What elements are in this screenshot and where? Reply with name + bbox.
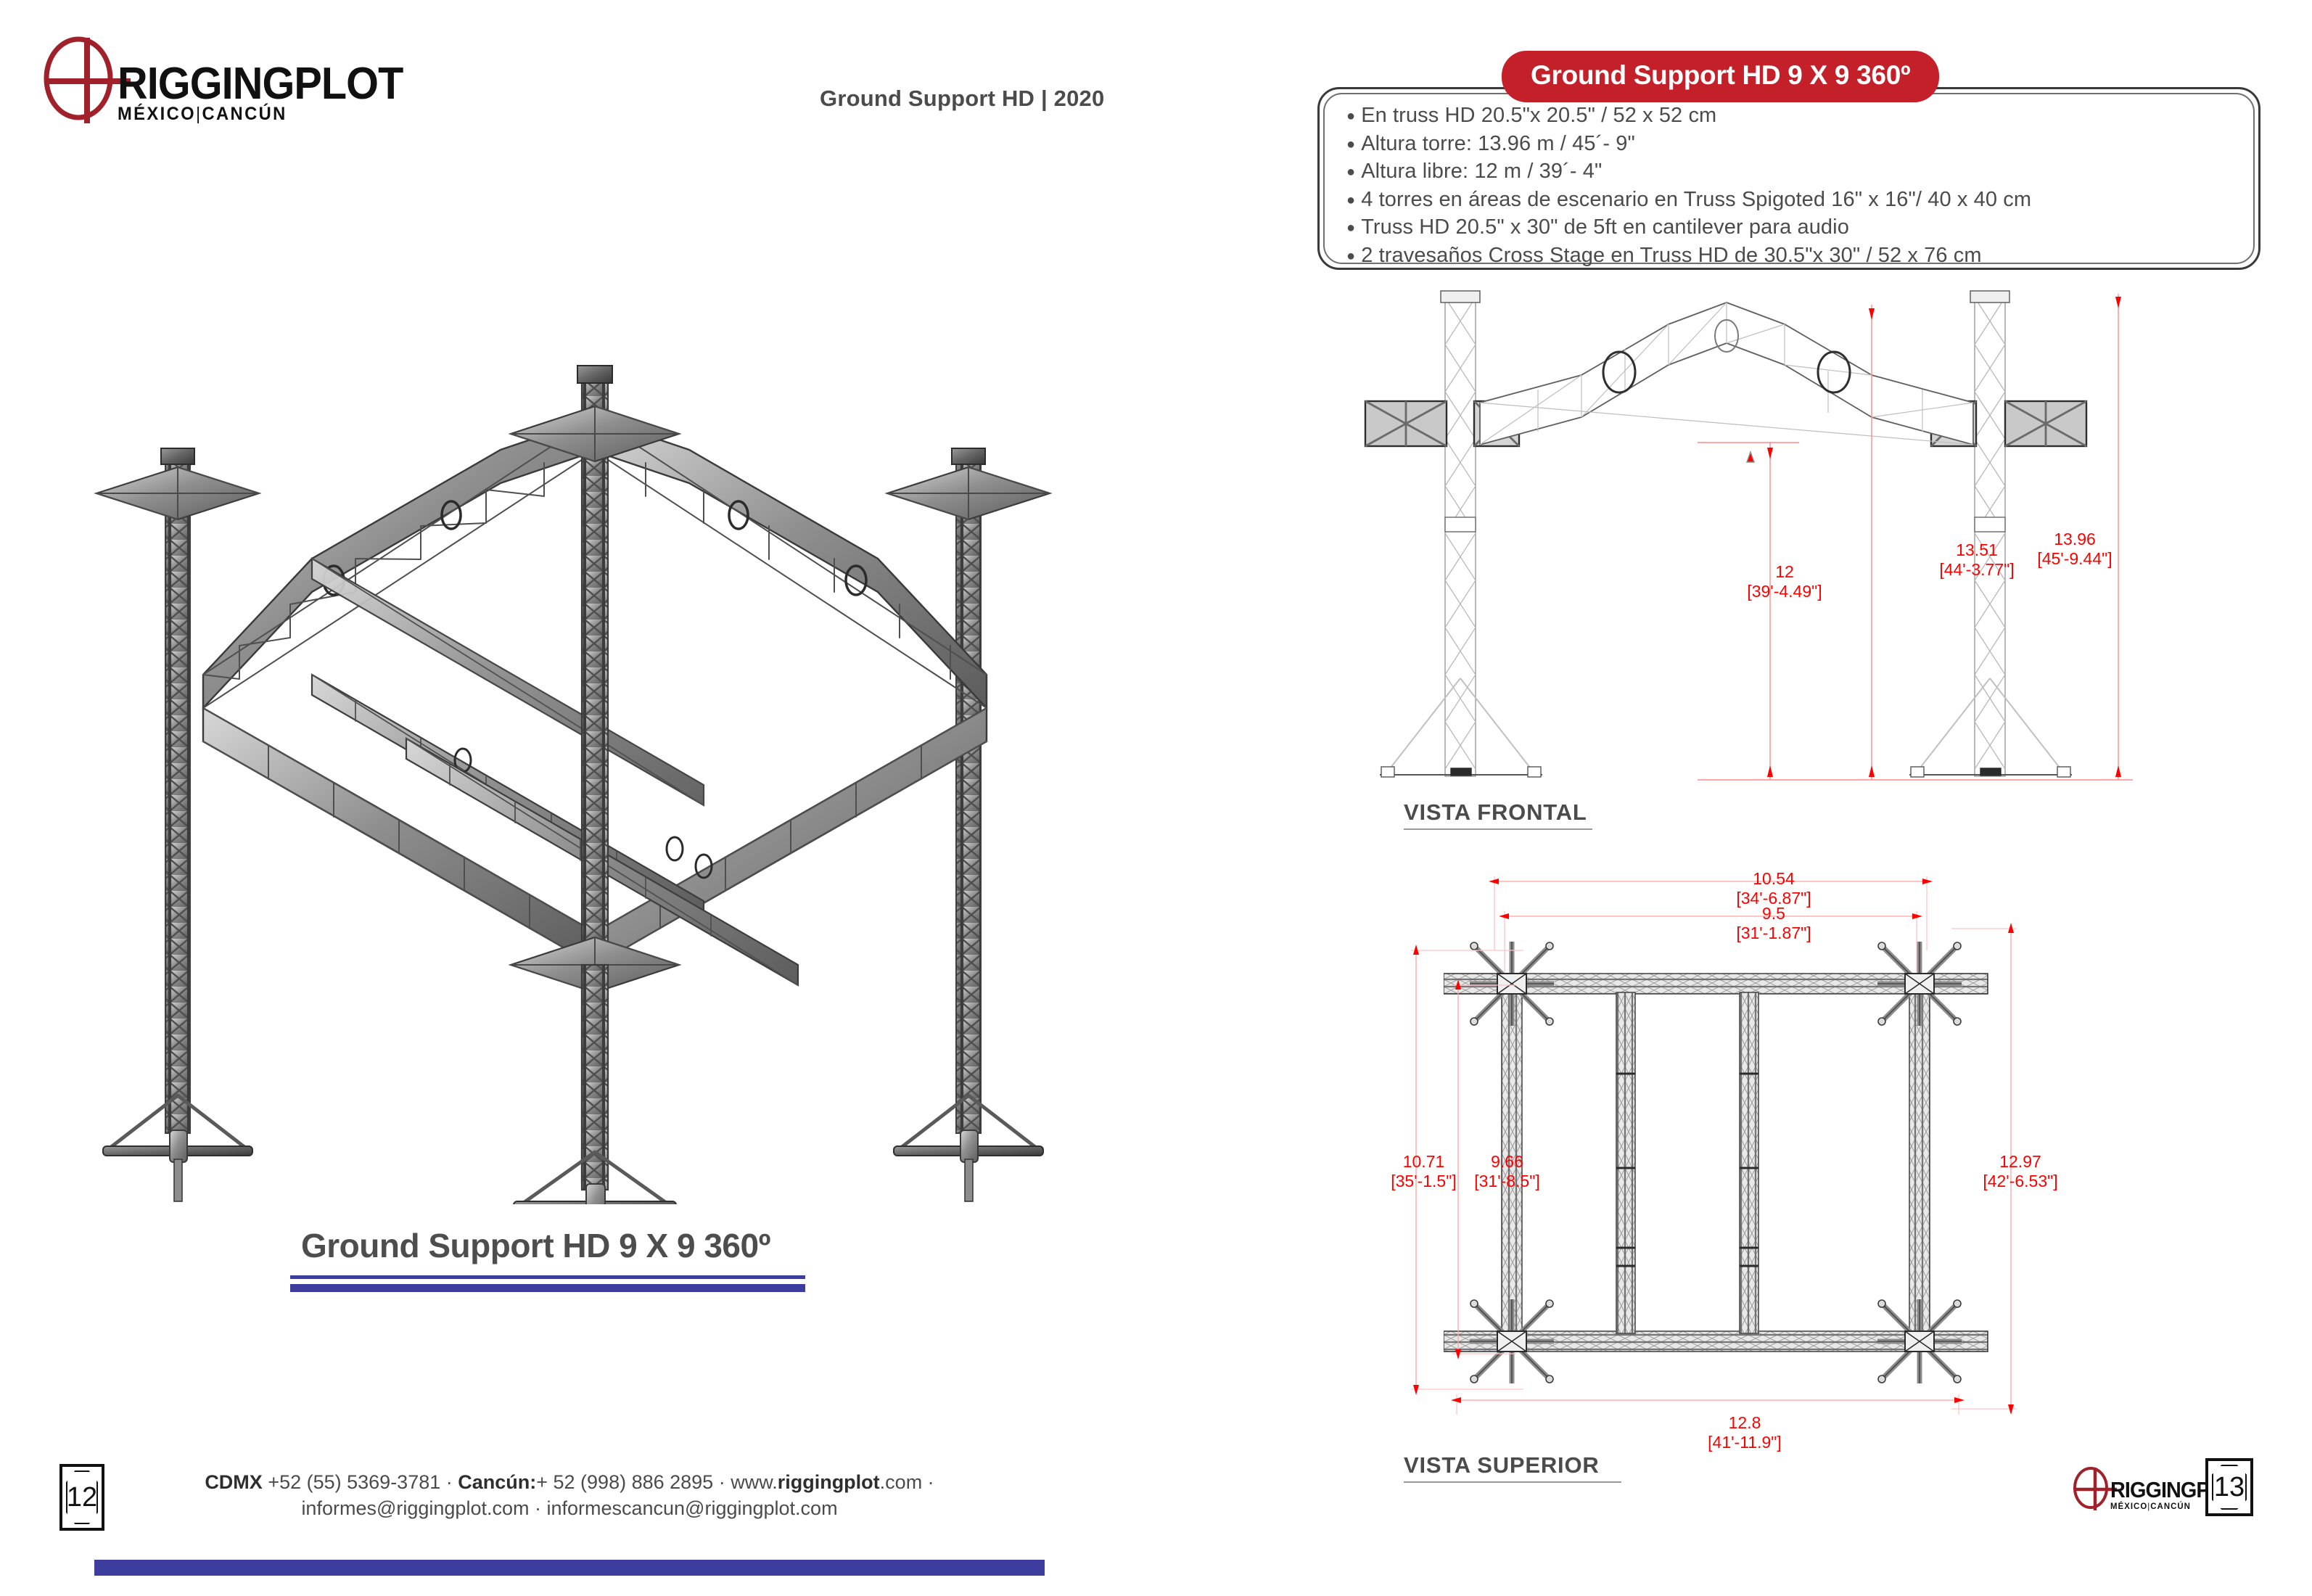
dim-top-inner-width: 9.5 [31'-1.87"] [1708, 904, 1839, 943]
front-view-label: VISTA FRONTAL [1404, 799, 1587, 825]
footer-cancun-phone: + 52 (998) 886 2895 · www. [536, 1471, 778, 1493]
spec-item: ● 4 torres en áreas de escenario en Truss… [1346, 186, 2253, 214]
tower-back-right [884, 448, 1053, 1202]
spec-text: 4 torres en áreas de escenario en Truss … [1361, 187, 2032, 211]
crosshair-logo-icon-small [2069, 1464, 2117, 1512]
dim-imperial: [31'-8.5"] [1474, 1172, 1540, 1191]
brand-subtitle-left: MÉXICO [118, 104, 196, 124]
spec-item: ● Altura torre: 13.96 m / 45´- 9" [1346, 130, 2253, 158]
brand-subtitle-right: CANCÚN [202, 104, 287, 124]
top-view-dimension-lines [1411, 876, 2017, 1415]
footer-brand-sub-right: CANCÚN [2150, 1501, 2191, 1511]
top-view-drawing [1443, 936, 2053, 1400]
octagon-frame-icon [66, 1470, 98, 1524]
title-rule-thick [290, 1284, 805, 1292]
tower-back-left [94, 448, 262, 1202]
page-number-left-text: 12 [66, 1481, 98, 1513]
spec-item: ● 2 travesaños Cross Stage en Truss HD de… [1346, 242, 2253, 270]
dim-imperial: [39'-4.49"] [1747, 582, 1822, 601]
footer-accent-bar [94, 1560, 1045, 1576]
spec-item: ● Altura libre: 12 m / 39´- 4" [1346, 157, 2253, 186]
bullet-icon: ● [1346, 192, 1356, 208]
dim-metric: 10.71 [1402, 1152, 1445, 1171]
bullet-icon: ● [1346, 164, 1356, 181]
dim-left-inner-depth: 9.66 [31'-8.5"] [1458, 1152, 1556, 1191]
spec-item: ● En truss HD 20.5"x 20.5" / 52 x 52 cm [1346, 102, 2253, 130]
octagon-frame-icon [2212, 1465, 2247, 1510]
spec-item: ● Truss HD 20.5" x 30" de 5ft en cantilev… [1346, 213, 2253, 242]
footer-brand-subtitle: MÉXICO|CANCÚN [2110, 1502, 2253, 1510]
brand-logo: RIGGINGPLOT MÉXICO|CANCÚN [35, 30, 424, 126]
spec-text: Truss HD 20.5" x 30" de 5ft en cantileve… [1361, 215, 1849, 239]
dim-front-clear-height: 12 [39'-4.49"] [1741, 562, 1828, 601]
dim-imperial: [31'-1.87"] [1736, 924, 1811, 943]
dim-metric: 13.96 [2054, 530, 2096, 548]
footer-contact: CDMX +52 (55) 5369-3781 · Cancún:+ 52 (9… [141, 1470, 997, 1521]
page-number-right-text: 13 [2213, 1471, 2245, 1502]
dim-top-overall-width: 10.54 [34'-6.87"] [1708, 869, 1839, 908]
spec-text: Altura libre: 12 m / 39´- 4" [1361, 160, 1603, 184]
title-rule-thin [290, 1275, 805, 1279]
bullet-icon: ● [1346, 220, 1356, 236]
page-title: Ground Support HD 9 X 9 360º [301, 1227, 770, 1264]
bullet-icon: ● [1346, 108, 1356, 124]
spec-panel [1317, 87, 2260, 270]
dim-imperial: [45'-9.44"] [2037, 549, 2113, 569]
footer-line-1: CDMX +52 (55) 5369-3781 · Cancún:+ 52 (9… [141, 1470, 997, 1496]
footer-cancun-label: Cancún: [458, 1471, 537, 1493]
dim-imperial: [34'-6.87"] [1736, 889, 1811, 908]
brand-name: RIGGINGPLOT [118, 58, 403, 109]
dim-imperial: [42'-6.53"] [1983, 1172, 2058, 1191]
bullet-icon: ● [1346, 136, 1356, 152]
footer-line-2[interactable]: informes@riggingplot.com · informescancu… [301, 1497, 838, 1519]
dim-metric: 12.97 [1999, 1152, 2041, 1171]
dim-metric: 13.51 [1956, 540, 1998, 559]
spec-text: En truss HD 20.5"x 20.5" / 52 x 52 cm [1361, 104, 1717, 127]
page-header-title: Ground Support HD | 2020 [820, 86, 1105, 111]
dim-left-overall-depth: 10.71 [35'-1.5"] [1375, 1152, 1473, 1191]
front-view-label-rule [1404, 828, 1592, 830]
dim-front-tower-height: 13.96 [45'-9.44"] [2028, 530, 2122, 569]
dim-metric: 9.5 [1762, 904, 1785, 923]
dim-imperial: [44'-3.77"] [1939, 560, 2015, 580]
crosshair-logo-icon [35, 30, 131, 126]
brand-subtitle: MÉXICO|CANCÚN [118, 105, 409, 123]
dim-bottom-outrigger-width: 12.8 [41'-11.9"] [1687, 1413, 1803, 1452]
dim-metric: 9.66 [1491, 1152, 1523, 1171]
brand-text: RIGGINGPLOT MÉXICO|CANCÚN [118, 58, 424, 126]
dim-right-outrigger-depth: 12.97 [42'-6.53"] [1966, 1152, 2075, 1191]
dim-imperial: [35'-1.5"] [1391, 1172, 1457, 1191]
footer-website-tld: .com · [879, 1471, 934, 1493]
footer-cdmx-phone: +52 (55) 5369-3781 · [262, 1471, 458, 1493]
spec-list: ● En truss HD 20.5"x 20.5" / 52 x 52 cm ●… [1346, 102, 2253, 269]
dim-metric: 12 [1775, 562, 1794, 581]
page-number-left: 12 [59, 1464, 104, 1531]
dim-front-truss-height: 13.51 [44'-3.77"] [1930, 540, 2024, 580]
top-view-label: VISTA SUPERIOR [1404, 1452, 1600, 1478]
bullet-icon: ● [1346, 247, 1356, 264]
front-view-dimension-lines [1698, 294, 2133, 781]
tower-front-centre [508, 936, 682, 1219]
footer-cdmx-label: CDMX [205, 1471, 263, 1493]
footer-website-name[interactable]: riggingplot [777, 1471, 880, 1493]
dim-metric: 10.54 [1753, 869, 1795, 888]
page-number-right: 13 [2205, 1458, 2253, 1516]
spec-text: 2 travesaños Cross Stage en Truss HD de … [1361, 243, 1982, 267]
footer-brand-sub-left: MÉXICO [2110, 1501, 2148, 1511]
dim-imperial: [41'-11.9"] [1708, 1433, 1782, 1452]
front-view-drawing [1364, 287, 2234, 794]
isometric-render [94, 268, 1074, 1219]
footer-brand-sub-sep: | [2147, 1501, 2151, 1511]
brand-subtitle-sep: | [195, 104, 202, 124]
top-view-label-rule [1404, 1481, 1621, 1483]
dim-metric: 12.8 [1728, 1413, 1761, 1432]
spec-text: Altura torre: 13.96 m / 45´- 9" [1361, 131, 1635, 155]
model-badge: Ground Support HD 9 X 9 360º [1502, 51, 1940, 102]
